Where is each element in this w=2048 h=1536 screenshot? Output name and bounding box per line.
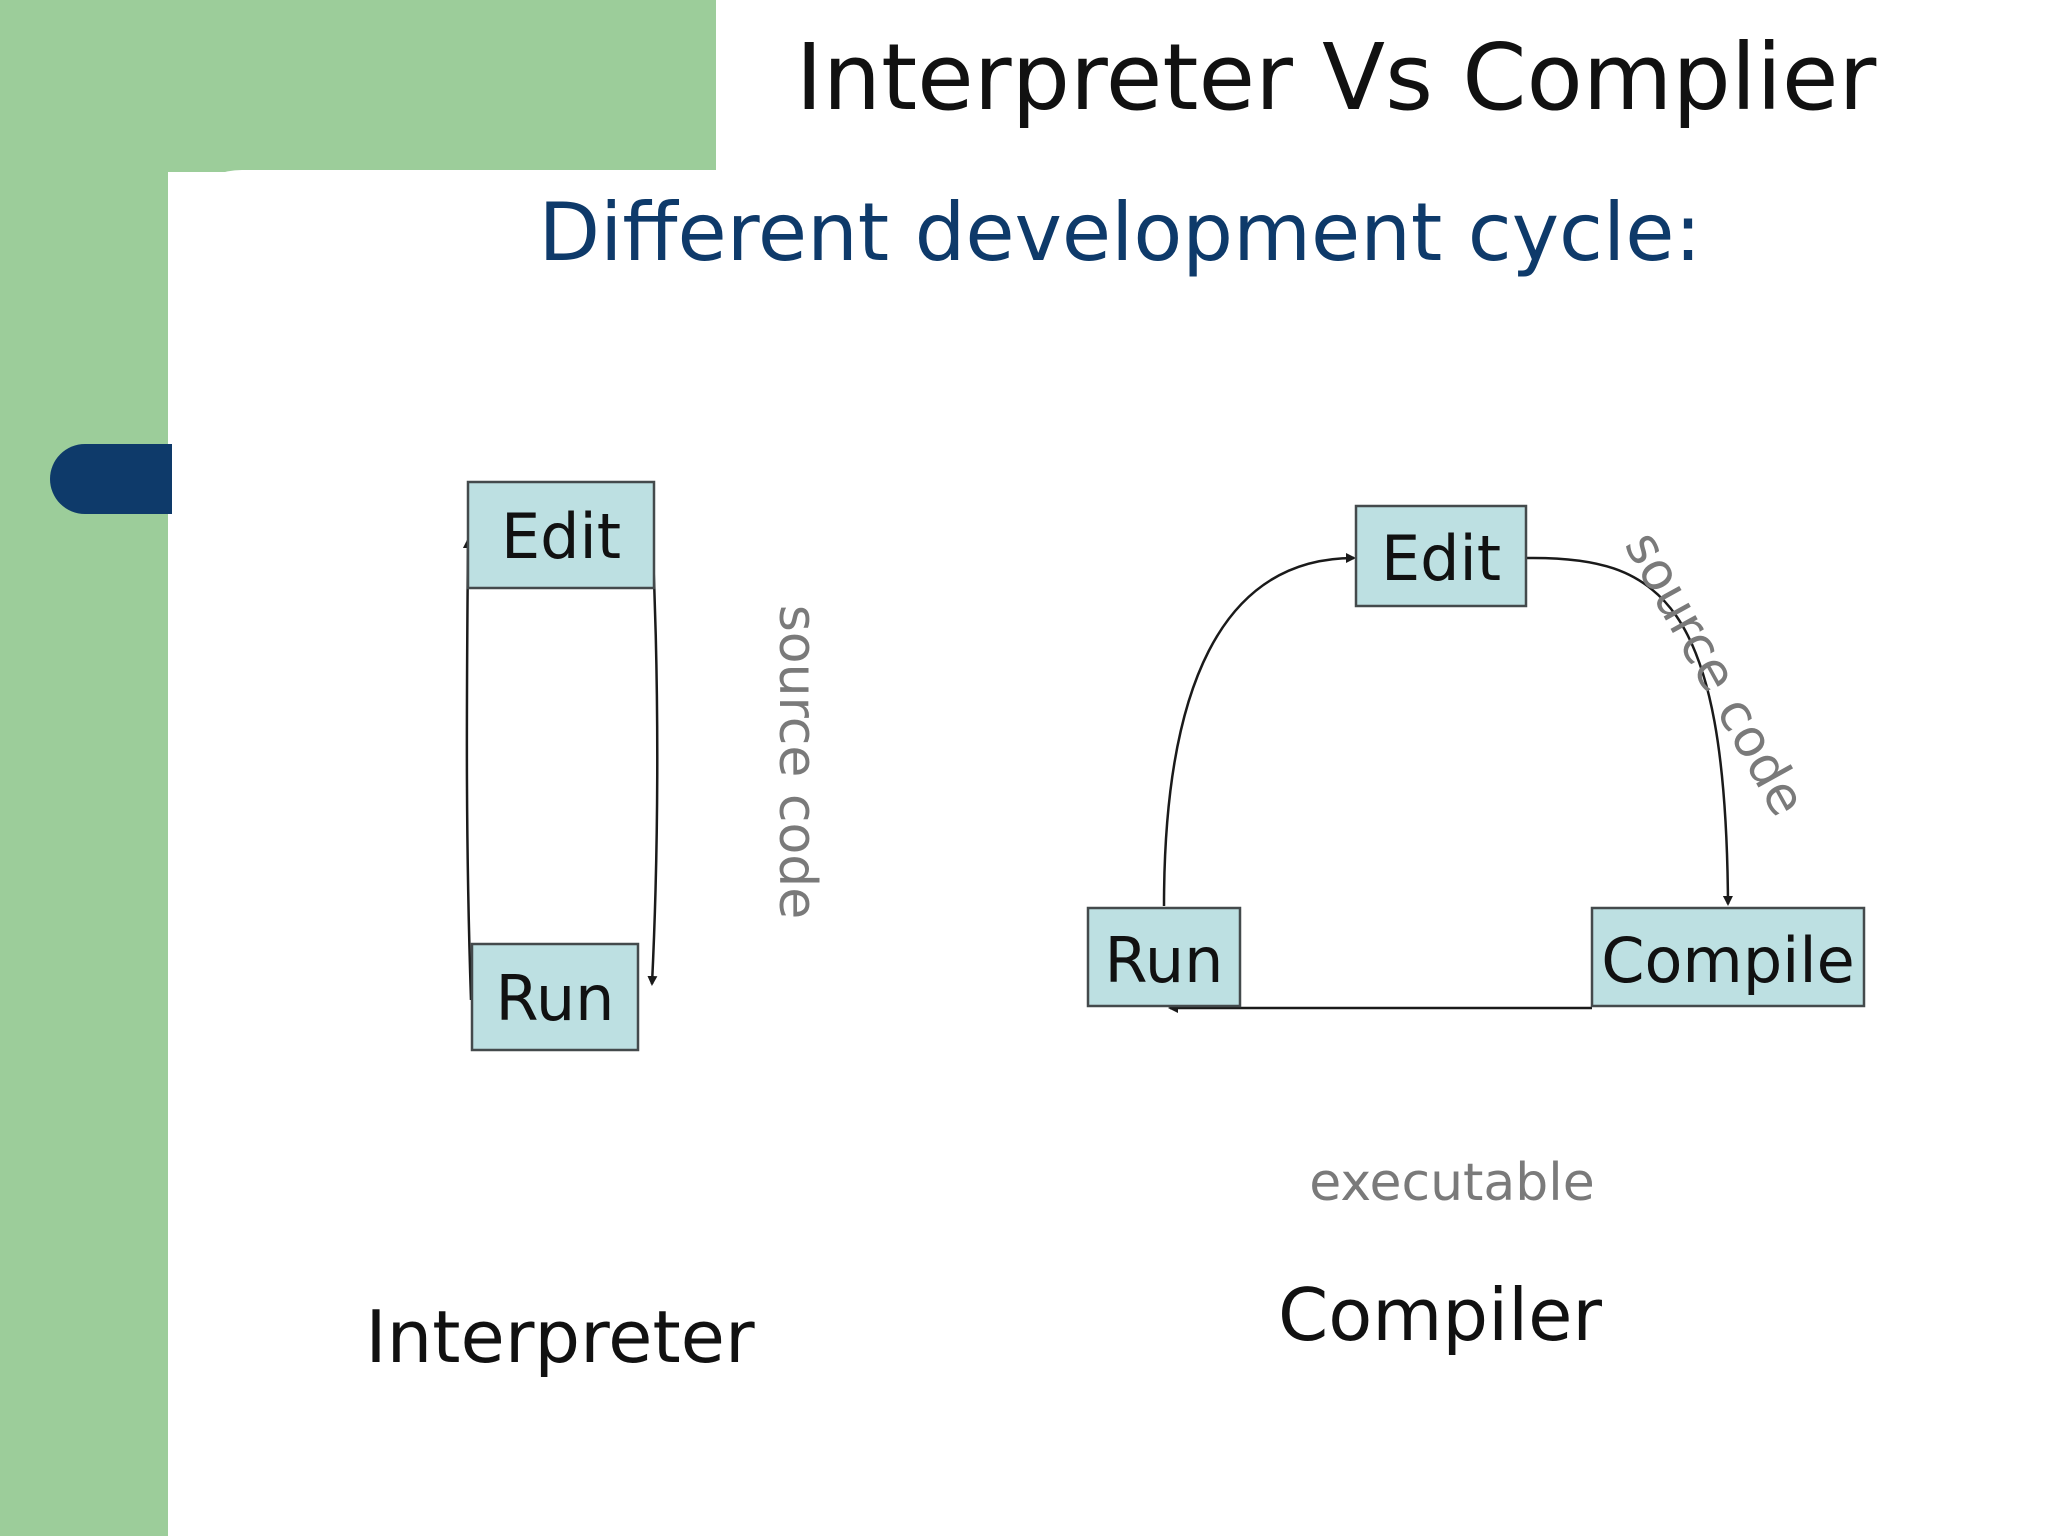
compiler-edge-run-to-edit (1162, 553, 1356, 907)
compiler-diagram: Edit Compile Run source code executable … (1086, 504, 1866, 1357)
compiler-compile-label: Compile (1601, 924, 1855, 997)
compiler-run-box (1086, 906, 1242, 1008)
interpreter-edge-run-to-edit (462, 538, 473, 1001)
interpreter-diagram: Edit Run source code Interpreter (365, 480, 827, 1379)
compiler-edit-label: Edit (1381, 522, 1501, 595)
compiler-edge-edit-to-compile (1525, 556, 1733, 906)
interpreter-edit-box (466, 480, 656, 590)
slide-title: Interpreter Vs Complier (795, 24, 1877, 131)
interpreter-source-code-label: source code (767, 605, 827, 920)
interpreter-caption: Interpreter (365, 1295, 755, 1379)
interpreter-edit-label: Edit (501, 500, 621, 573)
top-green-band (0, 0, 716, 172)
slide-subtitle: Different development cycle: (538, 186, 1702, 279)
compiler-edit-box (1354, 504, 1528, 608)
compiler-compile-box (1590, 906, 1866, 1008)
navy-tab-accent (50, 444, 172, 514)
compiler-caption: Compiler (1278, 1273, 1602, 1357)
left-green-band (0, 0, 168, 1536)
interpreter-run-box (470, 942, 640, 1052)
content-panel (168, 170, 2048, 1536)
compiler-executable-label: executable (1309, 1153, 1595, 1213)
compiler-source-code-label: source code (1612, 522, 1817, 826)
interpreter-edge-edit-to-run (647, 531, 659, 986)
interpreter-run-label: Run (496, 962, 615, 1035)
compiler-run-label: Run (1105, 924, 1224, 997)
